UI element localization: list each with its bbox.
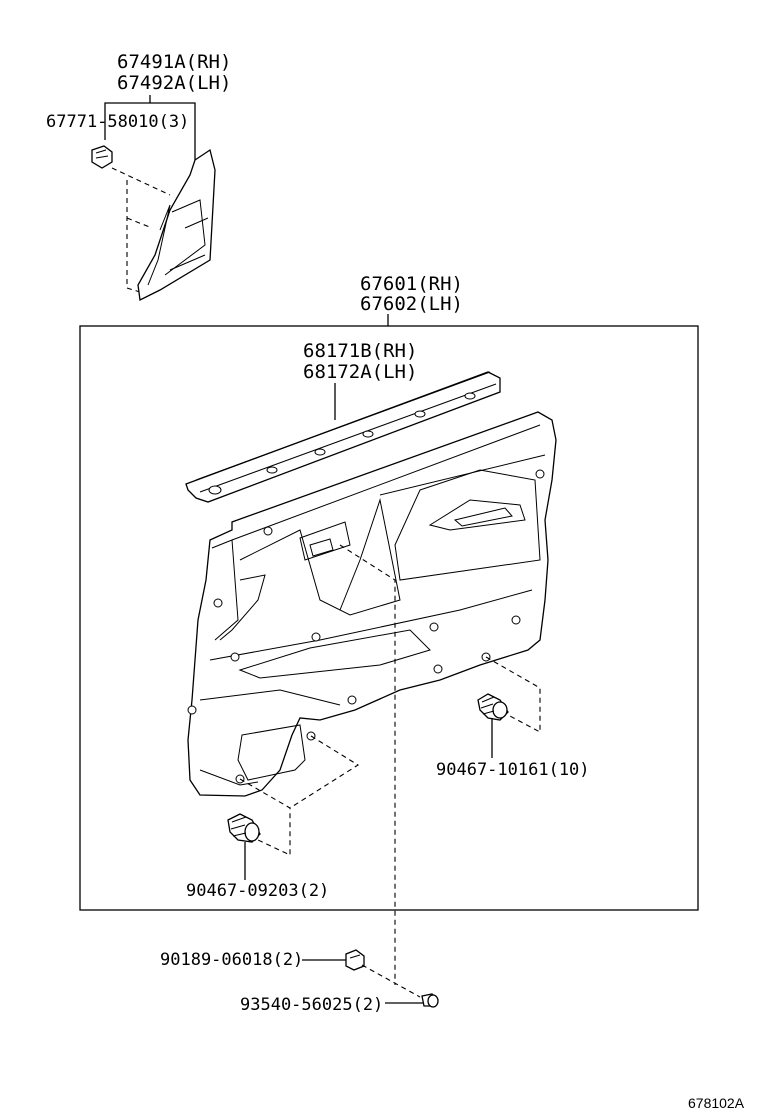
clip-small-part <box>91 145 113 169</box>
label-weatherstrip-rh: 68171B(RH) <box>303 340 417 362</box>
pillar-molding-part <box>137 148 216 301</box>
label-cushion: 90189-06018(2) <box>160 950 303 970</box>
label-clip-small: 67771-58010(3) <box>46 112 189 132</box>
dash-clip-small-3 <box>126 217 153 229</box>
clip-a-part <box>477 693 509 721</box>
dash-clip-b <box>239 778 291 856</box>
label-panel-rh: 67601(RH) <box>360 273 463 295</box>
label-molding-rh: 67491A(RH) <box>117 51 231 73</box>
label-clip-a: 90467-10161(10) <box>436 760 590 780</box>
dash-clip-b-2 <box>289 735 360 809</box>
assembly-frame <box>79 325 699 911</box>
figure-id: 678102A <box>688 1095 745 1111</box>
dash-cushion <box>361 964 421 998</box>
label-clip-b: 90467-09203(2) <box>186 881 329 901</box>
dash-clip-a <box>485 656 541 733</box>
leader-molding-branch <box>104 102 196 160</box>
door-trim-panel-part <box>187 411 557 797</box>
dash-clip-small <box>111 167 171 196</box>
dash-screw-center <box>339 544 396 985</box>
screw-part <box>421 993 439 1008</box>
label-molding-lh: 67492A(LH) <box>117 72 231 94</box>
label-panel-lh: 67602(LH) <box>360 293 463 315</box>
dash-clip-small-2 <box>126 180 141 293</box>
label-screw: 93540-56025(2) <box>240 995 383 1015</box>
clip-b-part <box>227 813 261 843</box>
cushion-part <box>345 949 365 971</box>
label-weatherstrip-lh: 68172A(LH) <box>303 361 417 383</box>
weatherstrip-part <box>185 371 501 503</box>
